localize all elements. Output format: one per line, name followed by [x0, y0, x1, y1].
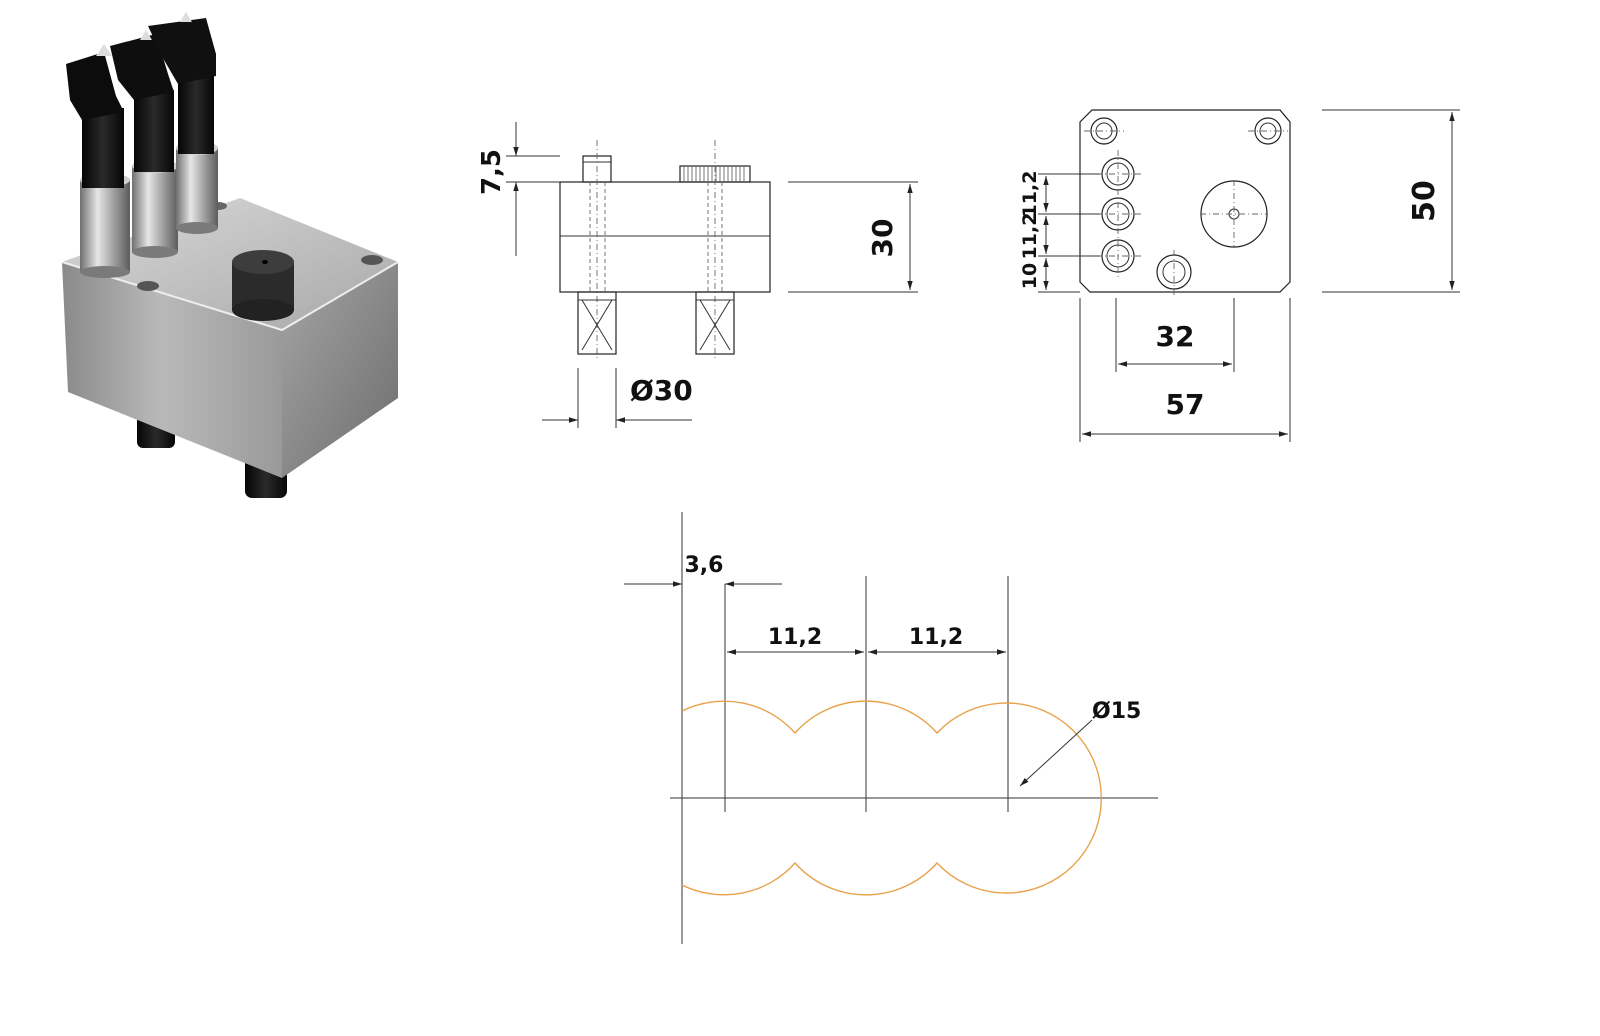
side-body-outline: [559, 181, 771, 293]
holder-cylinder-3: [176, 141, 218, 234]
dim-diameter-30: Ø30: [630, 374, 693, 407]
block-top-face: [62, 198, 398, 330]
profile-view-drawing: 3,6 11,2 11,2 Ø15: [624, 512, 1158, 944]
screw-hole: [137, 281, 159, 291]
side-bottom-pin-left: [577, 291, 617, 355]
dim-width-32: 32: [1156, 320, 1195, 353]
dim-height-small: 7,5: [477, 149, 507, 195]
black-tool-3: [148, 12, 216, 154]
triple-circle-profile: [681, 700, 1102, 896]
block-front-face: [62, 262, 282, 478]
dim-spacing-2: 11,2: [1019, 213, 1041, 260]
dim-spacing-1: 10: [1019, 263, 1041, 289]
dim-offset-3-6: 3,6: [685, 553, 724, 578]
dim-diameter-15: Ø15: [1092, 699, 1141, 724]
black-tool-2: [110, 30, 174, 172]
side-view-drawing: 7,5 30 Ø30: [477, 122, 918, 428]
top-plate-outline: [1079, 109, 1291, 293]
dim-height-50: 50: [1407, 180, 1442, 222]
top-view-drawing: 11,2 11,2 10 50 32 57: [1019, 109, 1460, 442]
holder-cylinder-2: [132, 159, 178, 258]
dim-pitch-1: 11,2: [768, 625, 822, 650]
dim-pitch-2: 11,2: [909, 625, 963, 650]
side-bottom-pin-right: [695, 291, 735, 355]
holder-cylinder-1: [80, 173, 130, 278]
black-tool-1: [66, 44, 124, 188]
dim-height-body: 30: [866, 219, 899, 258]
block-side-face: [282, 262, 398, 478]
diameter-leader: [1019, 719, 1093, 787]
3d-product-render: [61, 12, 399, 498]
screw-hole: [361, 255, 383, 265]
dim-width-57: 57: [1166, 388, 1205, 421]
dim-spacing-3: 11,2: [1019, 171, 1041, 218]
